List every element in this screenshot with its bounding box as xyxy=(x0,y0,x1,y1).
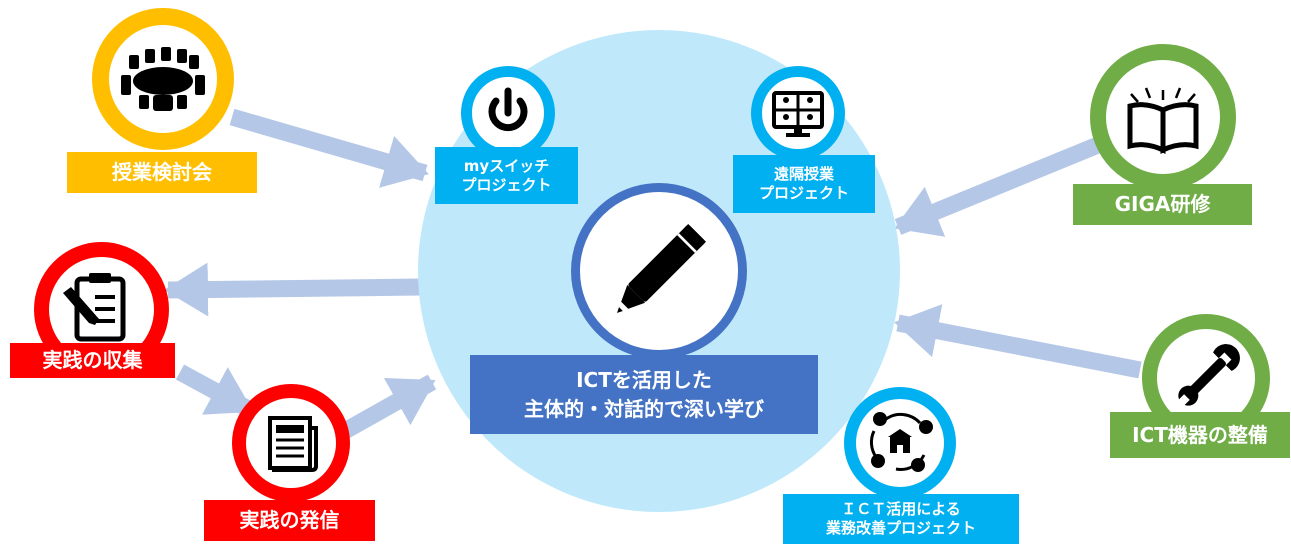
arrow-hasshin-to-center xyxy=(338,374,437,440)
video-call-icon xyxy=(772,91,824,137)
power-icon xyxy=(488,87,528,132)
giga-label: GIGA研修 xyxy=(1073,184,1252,225)
arrow-kentokai-to-center xyxy=(229,108,429,188)
hasshin-label: 実践の発信 xyxy=(204,500,375,541)
pencil-icon xyxy=(617,224,706,313)
seibi-label: ICT機器の整備 xyxy=(1110,412,1290,458)
center-title-line2: 主体的・対話的で深い学び xyxy=(524,396,764,421)
gyomu-kaizen-label: ＩＣＴ活用による 業務改善プロジェクト xyxy=(783,494,1019,544)
center-pencil-circle xyxy=(571,183,747,359)
giga-circle xyxy=(1090,44,1236,190)
enkaku-circle xyxy=(751,66,845,160)
conference-table-icon xyxy=(121,47,205,111)
newspaper-icon xyxy=(268,416,318,472)
my-switch-circle xyxy=(461,66,555,160)
clipboard-pen-icon xyxy=(63,273,126,342)
shushu-label: 実践の収集 xyxy=(10,343,175,378)
hasshin-circle xyxy=(232,384,350,502)
open-book-icon xyxy=(1127,87,1199,154)
school-cycle-icon xyxy=(869,412,933,472)
arrow-shushu-to-hasshin xyxy=(175,364,255,418)
arrow-giga-to-center xyxy=(894,137,1102,237)
center-title-box: ICTを活用した 主体的・対話的で深い学び xyxy=(470,355,818,434)
my-switch-label: myスイッチ プロジェクト xyxy=(435,147,578,204)
kentokai-label: 授業検討会 xyxy=(67,152,257,193)
enkaku-label: 遠隔授業 プロジェクト xyxy=(733,155,875,213)
arrow-seibi-to-center xyxy=(894,304,1142,379)
gyomu-kaizen-circle xyxy=(844,387,956,499)
kentokai-circle xyxy=(92,8,234,150)
center-title-line1: ICTを活用した xyxy=(576,367,712,392)
arrow-center-to-shushu xyxy=(164,262,421,317)
wrench-icon xyxy=(1175,344,1240,409)
